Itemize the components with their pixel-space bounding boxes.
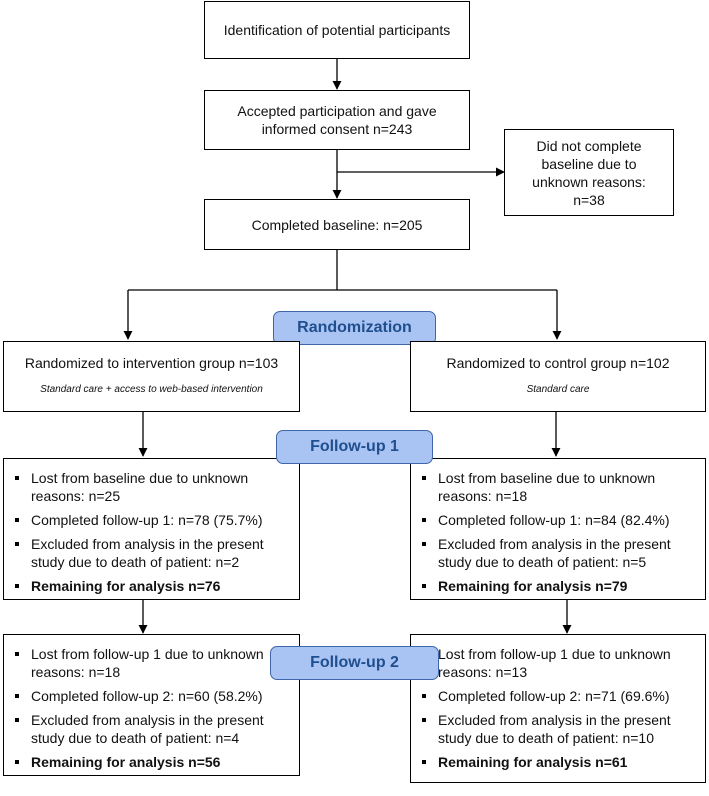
control-group-title: Randomized to control group n=102	[446, 355, 670, 371]
list-item: Remaining for analysis n=76	[12, 577, 291, 595]
not-completed-box: Did not complete baseline due to unknown…	[504, 129, 674, 216]
randomization-text: Randomization	[297, 319, 412, 336]
randomization-label: Randomization	[273, 311, 436, 345]
followup2-intervention-list: Lost from follow-up 1 due to unknown rea…	[12, 645, 291, 771]
followup1-control-list: Lost from baseline due to unknown reason…	[419, 469, 697, 595]
list-item: Excluded from analysis in the present st…	[12, 711, 291, 747]
list-item: Remaining for analysis n=79	[419, 577, 697, 595]
followup2-control-box: Lost from follow-up 1 due to unknown rea…	[410, 634, 706, 783]
not-completed-text: Did not complete baseline due to unknown…	[532, 137, 646, 208]
baseline-box: Completed baseline: n=205	[204, 199, 470, 250]
followup1-intervention-list: Lost from baseline due to unknown reason…	[12, 469, 291, 595]
list-item: Lost from follow-up 1 due to unknown rea…	[12, 645, 291, 681]
list-item: Lost from follow-up 1 due to unknown rea…	[419, 645, 697, 681]
intervention-group-box: Randomized to intervention group n=103 S…	[3, 341, 300, 412]
followup1-text: Follow-up 1	[310, 438, 399, 455]
consent-text: Accepted participation and gave informed…	[237, 103, 437, 137]
identification-text: Identification of potential participants	[223, 22, 451, 38]
list-item: Completed follow-up 1: n=78 (75.7%)	[12, 511, 291, 529]
intervention-group-title: Randomized to intervention group n=103	[24, 355, 279, 371]
followup1-label: Follow-up 1	[276, 430, 433, 464]
followup1-control-box: Lost from baseline due to unknown reason…	[410, 458, 706, 600]
consent-box: Accepted participation and gave informed…	[204, 90, 470, 150]
list-item: Lost from baseline due to unknown reason…	[12, 469, 291, 505]
followup1-intervention-box: Lost from baseline due to unknown reason…	[3, 458, 300, 600]
identification-box: Identification of potential participants	[204, 1, 470, 59]
followup2-intervention-box: Lost from follow-up 1 due to unknown rea…	[3, 634, 300, 776]
list-item: Remaining for analysis n=56	[12, 753, 291, 771]
list-item: Completed follow-up 1: n=84 (82.4%)	[419, 511, 697, 529]
list-item: Excluded from analysis in the present st…	[12, 535, 291, 571]
list-item: Completed follow-up 2: n=60 (58.2%)	[12, 687, 291, 705]
followup2-text: Follow-up 2	[310, 654, 399, 671]
baseline-text: Completed baseline: n=205	[251, 216, 423, 233]
control-group-subtitle: Standard care	[526, 384, 590, 395]
list-item: Remaining for analysis n=61	[419, 753, 697, 771]
list-item: Lost from baseline due to unknown reason…	[419, 469, 697, 505]
control-group-box: Randomized to control group n=102 Standa…	[410, 341, 706, 412]
list-item: Excluded from analysis in the present st…	[419, 711, 697, 747]
followup2-label: Follow-up 2	[270, 646, 439, 680]
list-item: Completed follow-up 2: n=71 (69.6%)	[419, 687, 697, 705]
followup2-control-list: Lost from follow-up 1 due to unknown rea…	[419, 645, 697, 771]
intervention-group-subtitle: Standard care + access to web-based inte…	[40, 384, 263, 395]
list-item: Excluded from analysis in the present st…	[419, 535, 697, 571]
